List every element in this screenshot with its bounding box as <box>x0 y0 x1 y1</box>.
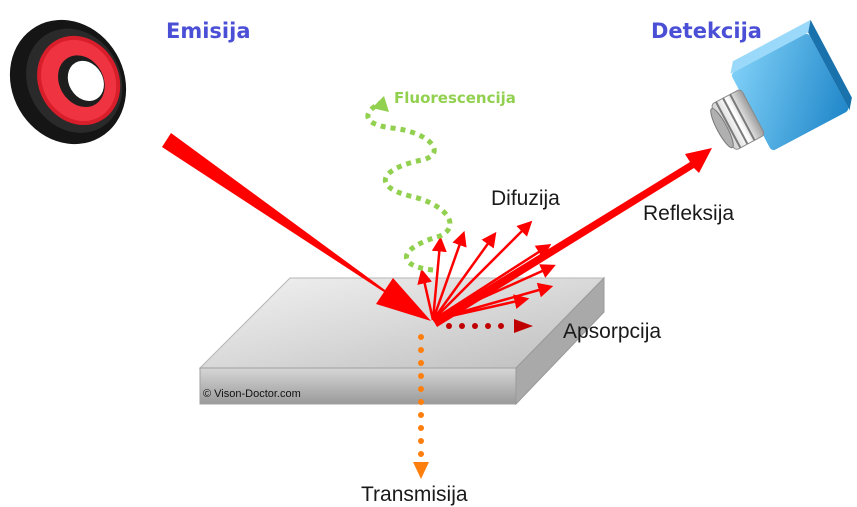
emission-label: Emisija <box>166 19 251 43</box>
diffusion-arrows <box>417 220 556 322</box>
transmission-arrow <box>413 334 429 479</box>
absorption-label: Apsorpcija <box>563 320 662 343</box>
diffusion-label: Difuzija <box>491 187 560 210</box>
fluorescence-label: Fluorescencija <box>394 89 516 107</box>
detection-label: Detekcija <box>651 19 762 43</box>
reflection-label: Refleksija <box>643 202 735 225</box>
copyright-text: © Vison-Doctor.com <box>203 388 301 400</box>
fluorescence-arrow <box>365 96 453 273</box>
incident-beam-arrow <box>162 133 431 321</box>
transmission-label: Transmisija <box>361 483 468 506</box>
reflection-arrow <box>433 148 712 327</box>
ring-light-icon <box>9 19 127 145</box>
camera-icon <box>710 19 852 151</box>
absorption-arrow <box>446 319 533 333</box>
